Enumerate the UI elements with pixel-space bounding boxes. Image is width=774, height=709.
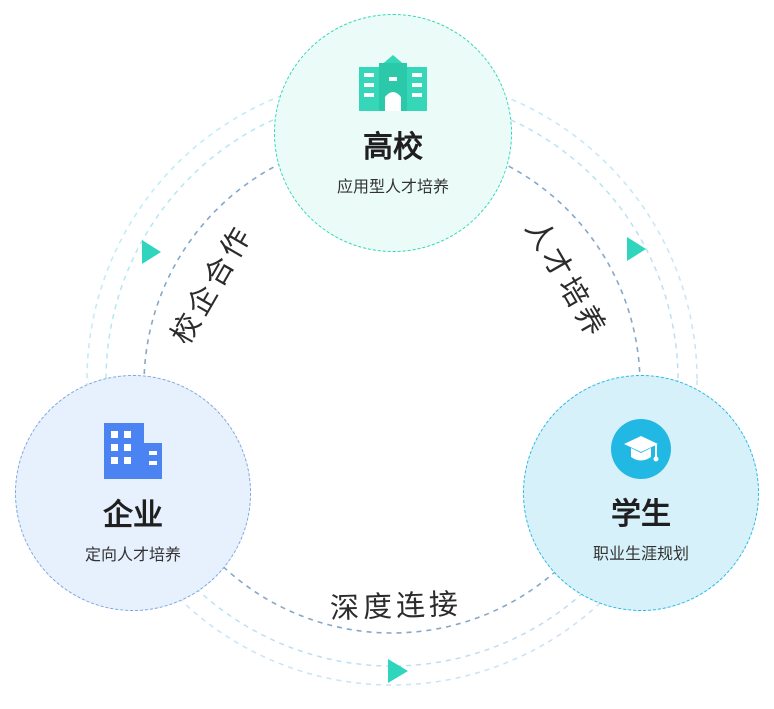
arrow-left-icon <box>142 240 161 264</box>
graduation-cap-icon <box>611 419 671 479</box>
school-building-icon <box>359 55 427 111</box>
node-student[interactable]: 学生 职业生涯规划 <box>523 375 759 611</box>
arrow-bottom-icon <box>388 659 408 683</box>
outer-ring-a <box>86 74 698 686</box>
office-building-icon <box>104 423 162 479</box>
node-enterprise-title: 企业 <box>103 498 163 533</box>
node-university-subtitle: 应用型人才培养 <box>336 177 449 196</box>
node-enterprise-subtitle: 定向人才培养 <box>84 545 181 564</box>
edge-label-bottom: 深度连接 <box>329 586 463 626</box>
node-student-subtitle: 职业生涯规划 <box>592 544 689 563</box>
node-university[interactable]: 高校 应用型人才培养 <box>274 14 512 252</box>
node-enterprise[interactable]: 企业 定向人才培养 <box>15 375 251 611</box>
node-university-title: 高校 <box>363 130 423 165</box>
node-student-title: 学生 <box>611 497 671 532</box>
arrow-right-icon <box>627 237 646 261</box>
